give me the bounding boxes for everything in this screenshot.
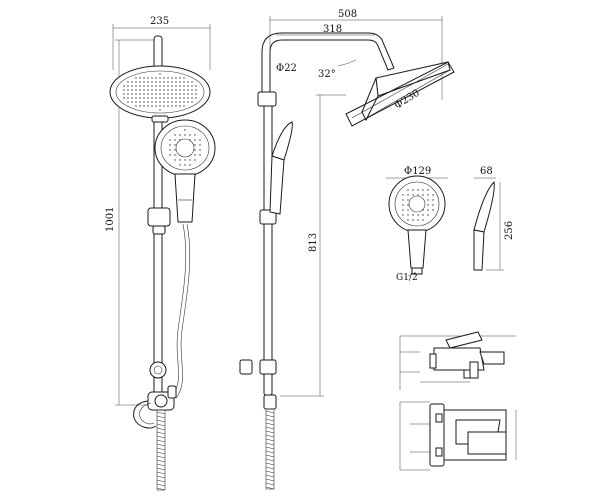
slide-holder [147, 207, 171, 227]
dim-hand-depth: 68 [474, 166, 496, 179]
side-view: 508 318 Φ22 32° Φ230 [239, 9, 455, 490]
dim-arm-reach: 318 [276, 24, 375, 36]
hand-shower-front [154, 119, 216, 223]
total-reach-label: 508 [338, 9, 357, 20]
inlet-hose [156, 409, 166, 491]
bath-mixer-detail [399, 331, 517, 471]
front-view: 235 1001 [105, 16, 216, 491]
dim-column-height: 813 [280, 94, 346, 397]
pipe-diameter-label: Φ22 [276, 63, 297, 74]
hand-shower-side [269, 121, 293, 215]
hand-shower-detail: Φ129 G1/2 68 256 [386, 166, 515, 283]
overhead-head-side: Φ230 [345, 61, 455, 127]
hand-diameter-label: Φ129 [404, 166, 431, 177]
angle-label: 32° [318, 69, 336, 80]
arm-reach-label: 318 [323, 24, 342, 35]
height-label: 1001 [105, 207, 116, 232]
overhead-shower-head [109, 65, 211, 123]
diverter-valve [133, 361, 177, 429]
head-diameter-label: Φ230 [393, 88, 422, 112]
column-height-label: 813 [308, 233, 319, 252]
dim-head-width: 235 [112, 16, 211, 70]
shower-hose [171, 223, 187, 397]
dim-hand-length: 256 [486, 182, 515, 271]
thread-label: G1/2 [396, 273, 418, 283]
shower-arm [261, 32, 395, 95]
hand-depth-label: 68 [480, 166, 493, 177]
hand-length-label: 256 [504, 221, 515, 240]
head-width-label: 235 [150, 16, 169, 27]
dim-total-reach: 508 [269, 9, 443, 100]
